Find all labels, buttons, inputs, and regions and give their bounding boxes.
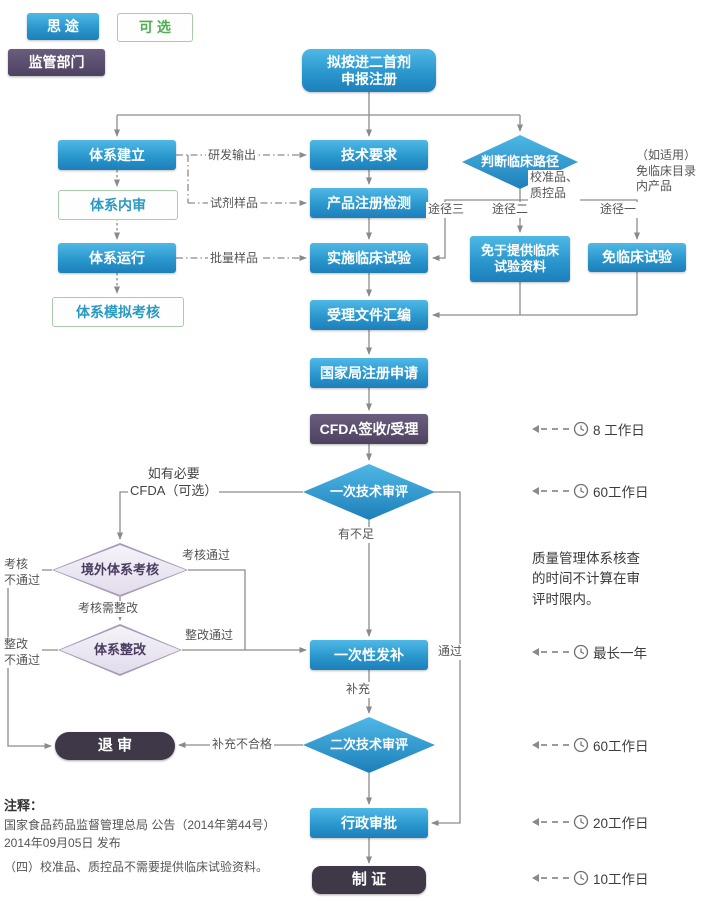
node-clinical-data-exempt: 免于提供临床 试验资料 xyxy=(470,236,570,282)
clock-icon xyxy=(573,483,589,499)
timeline-row-20-days: 20工作日 xyxy=(532,813,649,831)
node-one-time-supplement: 一次性发补 xyxy=(310,640,428,670)
timeline-row-10-days: 10工作日 xyxy=(532,869,649,887)
node-system-internal-audit: 体系内审 xyxy=(58,190,178,220)
clock-icon xyxy=(573,814,589,830)
edge-label-insufficient: 有不足 xyxy=(336,527,377,543)
dashed-line xyxy=(541,428,569,430)
timeline-row-8-days: 8 工作日 xyxy=(532,420,645,438)
footnote-line: （四）校准品、质控品不需要提供临床试验资料。 xyxy=(4,859,269,874)
node-cfda-acceptance: CFDA签收/受理 xyxy=(310,414,428,444)
node-start-registration: 拟按进二首剂 申报注册 xyxy=(302,49,436,92)
node-system-operation: 体系运行 xyxy=(58,243,176,273)
timeline-row-60-days-2: 60工作日 xyxy=(532,736,649,754)
dashed-line xyxy=(541,651,569,653)
node-first-technical-review: 一次技术审评 xyxy=(303,464,435,520)
node-technical-requirements: 技术要求 xyxy=(310,140,428,170)
node-rejection: 退 审 xyxy=(55,732,175,760)
clock-icon xyxy=(573,870,589,886)
edge-label-path-1: 途径一 xyxy=(598,202,639,218)
edge-label-reagent-sample: 试剂样品 xyxy=(208,196,261,212)
edge-label-supplement: 补充 xyxy=(344,682,373,698)
node-system-establish: 体系建立 xyxy=(58,140,176,170)
node-product-registration-testing: 产品注册检测 xyxy=(310,188,428,218)
edge-label-if-applicable: （如适用） 免临床目录 内产品 xyxy=(636,148,697,194)
edge-label-pass: 通过 xyxy=(436,644,465,660)
arrow-left-icon xyxy=(532,487,539,495)
clock-icon xyxy=(573,737,589,753)
edge-label-audit-needs-rectification: 考核需整改 xyxy=(76,601,141,617)
footnotes: 注释： 国家食品药品监督管理总局 公告（2014年第44号） 2014年09月0… xyxy=(4,796,304,876)
arrow-left-icon xyxy=(532,818,539,826)
dashed-line xyxy=(541,490,569,492)
side-note-quality-system: 质量管理体系核查 的时间不计算在审 评时限内。 xyxy=(532,551,640,607)
node-national-application: 国家局注册申请 xyxy=(310,358,428,388)
node-system-rectification: 体系整改 xyxy=(58,624,182,676)
arrow-left-icon xyxy=(532,648,539,656)
arrow-left-icon xyxy=(532,874,539,882)
edge-label-if-necessary-cfda: 如有必要 CFDA（可选） xyxy=(128,466,220,500)
edge-label-rectification-pass: 整改通过 xyxy=(183,628,236,644)
node-acceptance-dossier: 受理文件汇编 xyxy=(310,300,428,330)
legend-optional: 可 选 xyxy=(117,13,193,42)
arrow-left-icon xyxy=(532,741,539,749)
edge-label-path-3: 途径三 xyxy=(426,202,467,218)
footnote-line: 2014年09月05日 发布 xyxy=(4,835,121,850)
node-certificate-issuance: 制 证 xyxy=(312,866,426,894)
edge-label-calibrators: 校准品、 质控品 xyxy=(528,170,581,202)
node-clinical-trial-exempt: 免临床试验 xyxy=(588,243,686,272)
edge-label-path-2: 途径二 xyxy=(490,202,531,218)
edge-label-audit-pass: 考核通过 xyxy=(180,548,233,564)
footnote-line: 国家食品药品监督管理总局 公告（2014年第44号） xyxy=(4,817,276,832)
dashed-line xyxy=(541,744,569,746)
dashed-line xyxy=(541,877,569,879)
footnote-title: 注释： xyxy=(4,798,44,813)
edge-label-batch-sample: 批量样品 xyxy=(208,251,261,267)
timeline-row-60-days-1: 60工作日 xyxy=(532,482,649,500)
edge-label-supplement-unqualified: 补充不合格 xyxy=(210,737,275,753)
legend-situ: 思 途 xyxy=(27,13,99,40)
clock-icon xyxy=(573,644,589,660)
timeline-row-max-one-year: 最长一年 xyxy=(532,643,647,661)
arrow-left-icon xyxy=(532,425,539,433)
node-overseas-system-audit: 境外体系考核 xyxy=(52,543,188,597)
node-second-technical-review: 二次技术审评 xyxy=(303,717,435,773)
clock-icon xyxy=(573,421,589,437)
node-system-mock-assessment: 体系模拟考核 xyxy=(52,297,184,327)
node-administrative-approval: 行政审批 xyxy=(310,808,428,838)
edge-label-audit-fail: 考核 不通过 xyxy=(2,557,43,589)
edge-label-rectification-fail: 整改 不通过 xyxy=(2,637,43,669)
dashed-line xyxy=(541,821,569,823)
node-clinical-trial: 实施临床试验 xyxy=(310,243,428,273)
legend-regulator: 监管部门 xyxy=(8,49,105,76)
edge-label-rd-output: 研发输出 xyxy=(206,148,259,164)
